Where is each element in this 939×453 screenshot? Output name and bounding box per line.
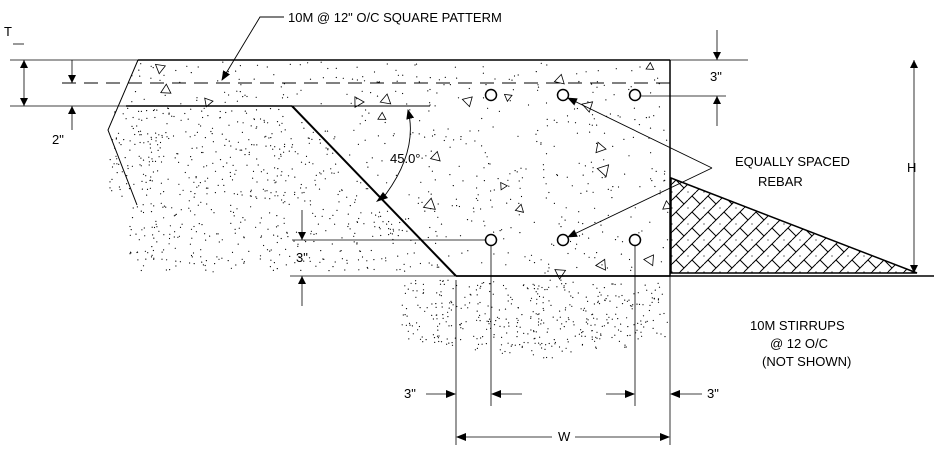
rebar-callout-line2: REBAR bbox=[758, 174, 803, 189]
dim-T: T bbox=[4, 24, 12, 39]
mesh-callout: 10M @ 12" O/C SQUARE PATTERM bbox=[288, 10, 502, 25]
dim-W: W bbox=[558, 429, 571, 444]
rebar-bottom-3 bbox=[628, 233, 642, 247]
soil-stipple bbox=[109, 107, 668, 359]
rebar-top-2 bbox=[556, 88, 570, 102]
angle-label: 45.0° bbox=[390, 151, 421, 166]
dim-3in-top: 3" bbox=[710, 69, 722, 84]
stirrups-line1: 10M STIRRUPS bbox=[750, 318, 845, 333]
haunch-slope bbox=[291, 105, 457, 277]
rebar-bottom-1 bbox=[484, 233, 498, 247]
rebar-bottom-2 bbox=[556, 233, 570, 247]
stirrups-line3: (NOT SHOWN) bbox=[762, 354, 851, 369]
break-line bbox=[107, 59, 139, 206]
dim-3in-left: 3" bbox=[404, 386, 416, 401]
stirrups-line2: @ 12 O/C bbox=[770, 336, 828, 351]
dim-3in-bottom: 3" bbox=[296, 250, 308, 265]
dim-H: H bbox=[907, 160, 916, 175]
angle-arc bbox=[385, 109, 415, 195]
dim-2in: 2" bbox=[52, 132, 64, 147]
backfill-hatch bbox=[670, 176, 918, 274]
dim-3in-right: 3" bbox=[707, 386, 719, 401]
rebar-top-3 bbox=[628, 88, 642, 102]
concrete-stipple bbox=[131, 61, 673, 280]
rebar-callout-line1: EQUALLY SPACED bbox=[735, 154, 850, 169]
rebar-top-1 bbox=[484, 88, 498, 102]
